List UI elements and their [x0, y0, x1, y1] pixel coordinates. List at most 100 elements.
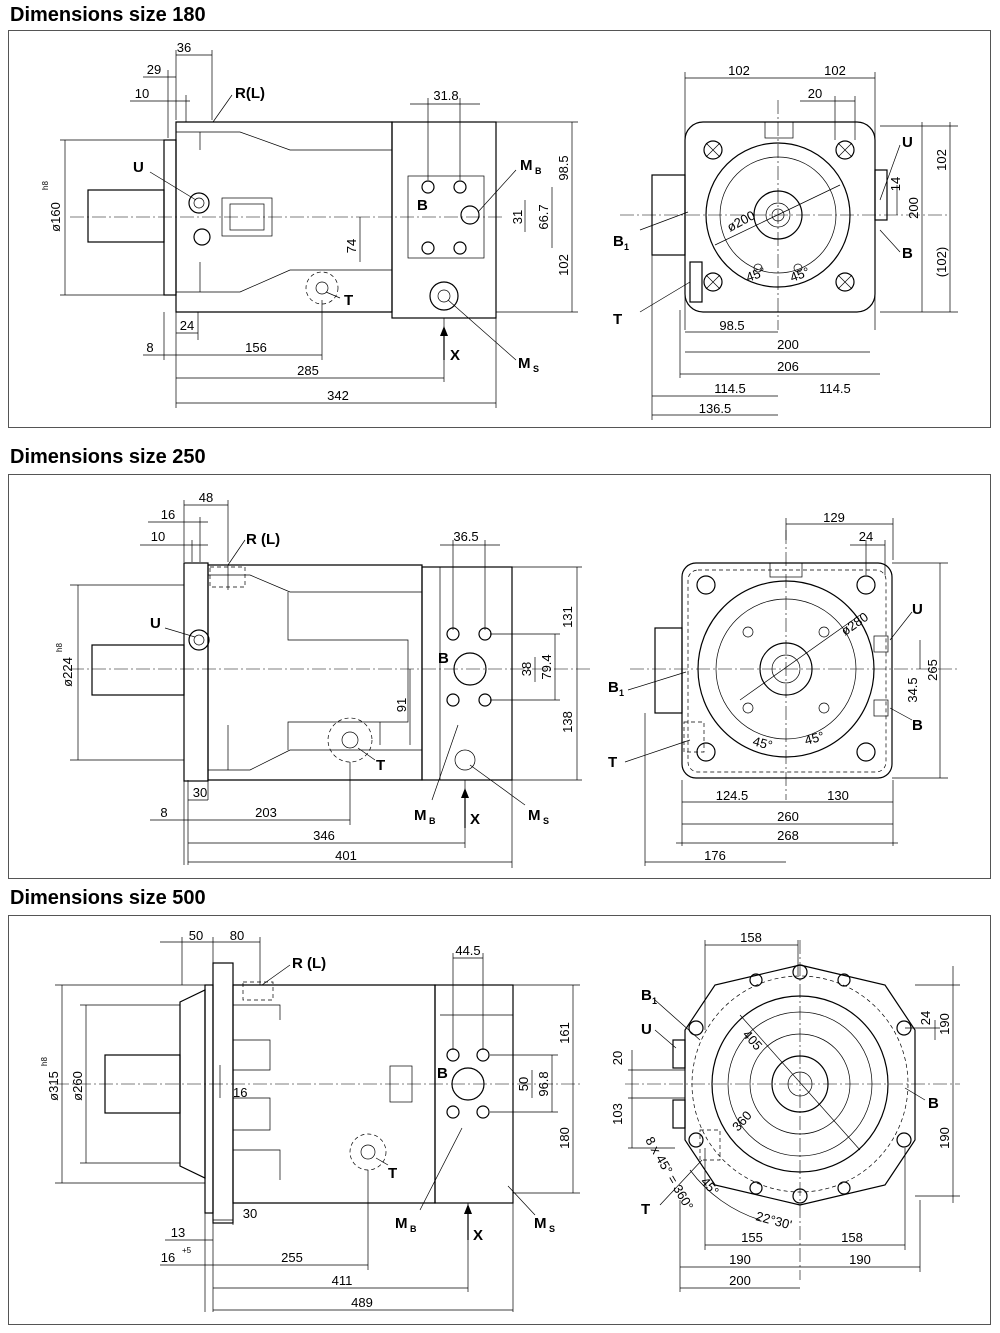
dim-text: 16 [233, 1085, 247, 1100]
dim-text: 16 [161, 507, 175, 522]
label-ms-sub: S [543, 816, 549, 826]
label-ms: M [518, 355, 531, 372]
dim-text: 31.8 [433, 88, 458, 103]
label-u: U [150, 615, 161, 632]
dim-text: 20 [808, 86, 822, 101]
dim-text: 34.5 [905, 677, 920, 702]
dim-text: 161 [557, 1022, 572, 1044]
dim-text: 114.5 [714, 381, 746, 396]
angle-text: 45° [744, 264, 768, 285]
side-view-180: 36 29 10 31.8 98.5 31 66.7 74 102 24 8 1… [41, 40, 578, 408]
dim-text: 20 [610, 1051, 625, 1065]
dia-text: ø260 [70, 1071, 85, 1101]
dim-text: 91 [394, 698, 409, 712]
dim-text: 74 [344, 239, 359, 253]
label-u: U [641, 1021, 652, 1038]
label-b1-sub: 1 [619, 688, 624, 698]
label-ms: M [528, 807, 541, 824]
front-view-180: 102 102 20 14 102 200 (102) 98.5 200 206… [613, 63, 958, 420]
dim-text: 190 [937, 1127, 952, 1149]
dim-text: 102 [556, 254, 571, 276]
dim-text: 124.5 [716, 788, 749, 803]
dim-text: 8 [160, 805, 167, 820]
dim-text: 36.5 [453, 529, 478, 544]
label-b: B [912, 717, 923, 734]
dia-text: ø224 [60, 657, 75, 687]
dia-text: ø160 [48, 202, 63, 232]
dim-text: 268 [777, 828, 799, 843]
dim-text: 180 [557, 1127, 572, 1149]
label-mb: M [395, 1215, 408, 1232]
label-mb-sub: B [535, 166, 542, 176]
label-u: U [912, 601, 923, 618]
dim-text: 50 [189, 928, 203, 943]
dim-text: 66.7 [536, 204, 551, 229]
dim-text: 342 [327, 388, 349, 403]
dia-text: ø315 [46, 1071, 61, 1101]
dim-text: 285 [297, 363, 319, 378]
dim-text: 30 [193, 785, 207, 800]
label-t: T [388, 1165, 397, 1182]
label-r: R (L) [246, 531, 280, 548]
dia-sup: h8 [41, 181, 50, 190]
dim-text: 10 [135, 86, 149, 101]
dia-sup: h8 [55, 643, 64, 652]
label-b: B [928, 1095, 939, 1112]
dim-text: 102 [728, 63, 750, 78]
dim-text: 156 [245, 340, 267, 355]
dim-text: 48 [199, 490, 213, 505]
angle-text: 45° [751, 733, 774, 753]
dim-text: 50 [516, 1077, 531, 1091]
dim-text: 190 [937, 1013, 952, 1035]
label-mb-sub: B [429, 816, 436, 826]
dim-text: 102 [824, 63, 846, 78]
angle-text: 45° [803, 728, 826, 748]
label-t: T [608, 754, 617, 771]
dim-text: 98.5 [719, 318, 744, 333]
dim-text: 96.8 [536, 1071, 551, 1096]
label-t: T [376, 757, 385, 774]
section-title-180: Dimensions size 180 [10, 4, 206, 26]
drawing-panel-500 [8, 915, 991, 1325]
dim-text: 206 [777, 359, 799, 374]
dim-text: 130 [827, 788, 849, 803]
dim-text: 24 [859, 529, 873, 544]
dim-tol: +5 [182, 1246, 192, 1255]
dim-text: 411 [332, 1273, 353, 1288]
dim-text: 401 [335, 848, 357, 863]
dim-text: (102) [934, 247, 949, 277]
label-b1: B [608, 679, 619, 696]
label-ms-sub: S [549, 1224, 555, 1234]
label-b: B [438, 650, 449, 667]
label-b1-sub: 1 [624, 242, 629, 252]
dim-text: 24 [918, 1011, 933, 1025]
dim-text: 260 [777, 809, 799, 824]
dim-text: 80 [230, 928, 244, 943]
dim-text: 36 [177, 40, 191, 55]
label-b1-sub: 1 [652, 996, 657, 1006]
label-t: T [641, 1201, 650, 1218]
label-x: X [473, 1227, 483, 1244]
label-mb: M [414, 807, 427, 824]
label-mb: M [520, 157, 533, 174]
dim-text: 14 [888, 177, 903, 191]
label-b: B [902, 245, 913, 262]
section-title-500: Dimensions size 500 [10, 887, 206, 909]
label-b1: B [641, 987, 652, 1004]
dim-text: 489 [351, 1295, 373, 1310]
label-x: X [450, 347, 460, 364]
label-ms-sub: S [533, 364, 539, 374]
label-r: R (L) [292, 955, 326, 972]
dim-text: 38 [519, 662, 534, 676]
dim-text: 114.5 [819, 381, 851, 396]
dim-text: 158 [740, 930, 762, 945]
dim-text: 13 [171, 1225, 185, 1240]
dim-text: 200 [906, 197, 921, 219]
dim-text: 8 [146, 340, 153, 355]
front-view-250: 129 24 34.5 265 124.5 130 260 268 176 ø2… [608, 510, 960, 866]
label-u: U [133, 159, 144, 176]
dim-text: 138 [560, 711, 575, 733]
label-b1: B [613, 233, 624, 250]
dim-text: 29 [147, 62, 161, 77]
section-title-250: Dimensions size 250 [10, 446, 206, 468]
